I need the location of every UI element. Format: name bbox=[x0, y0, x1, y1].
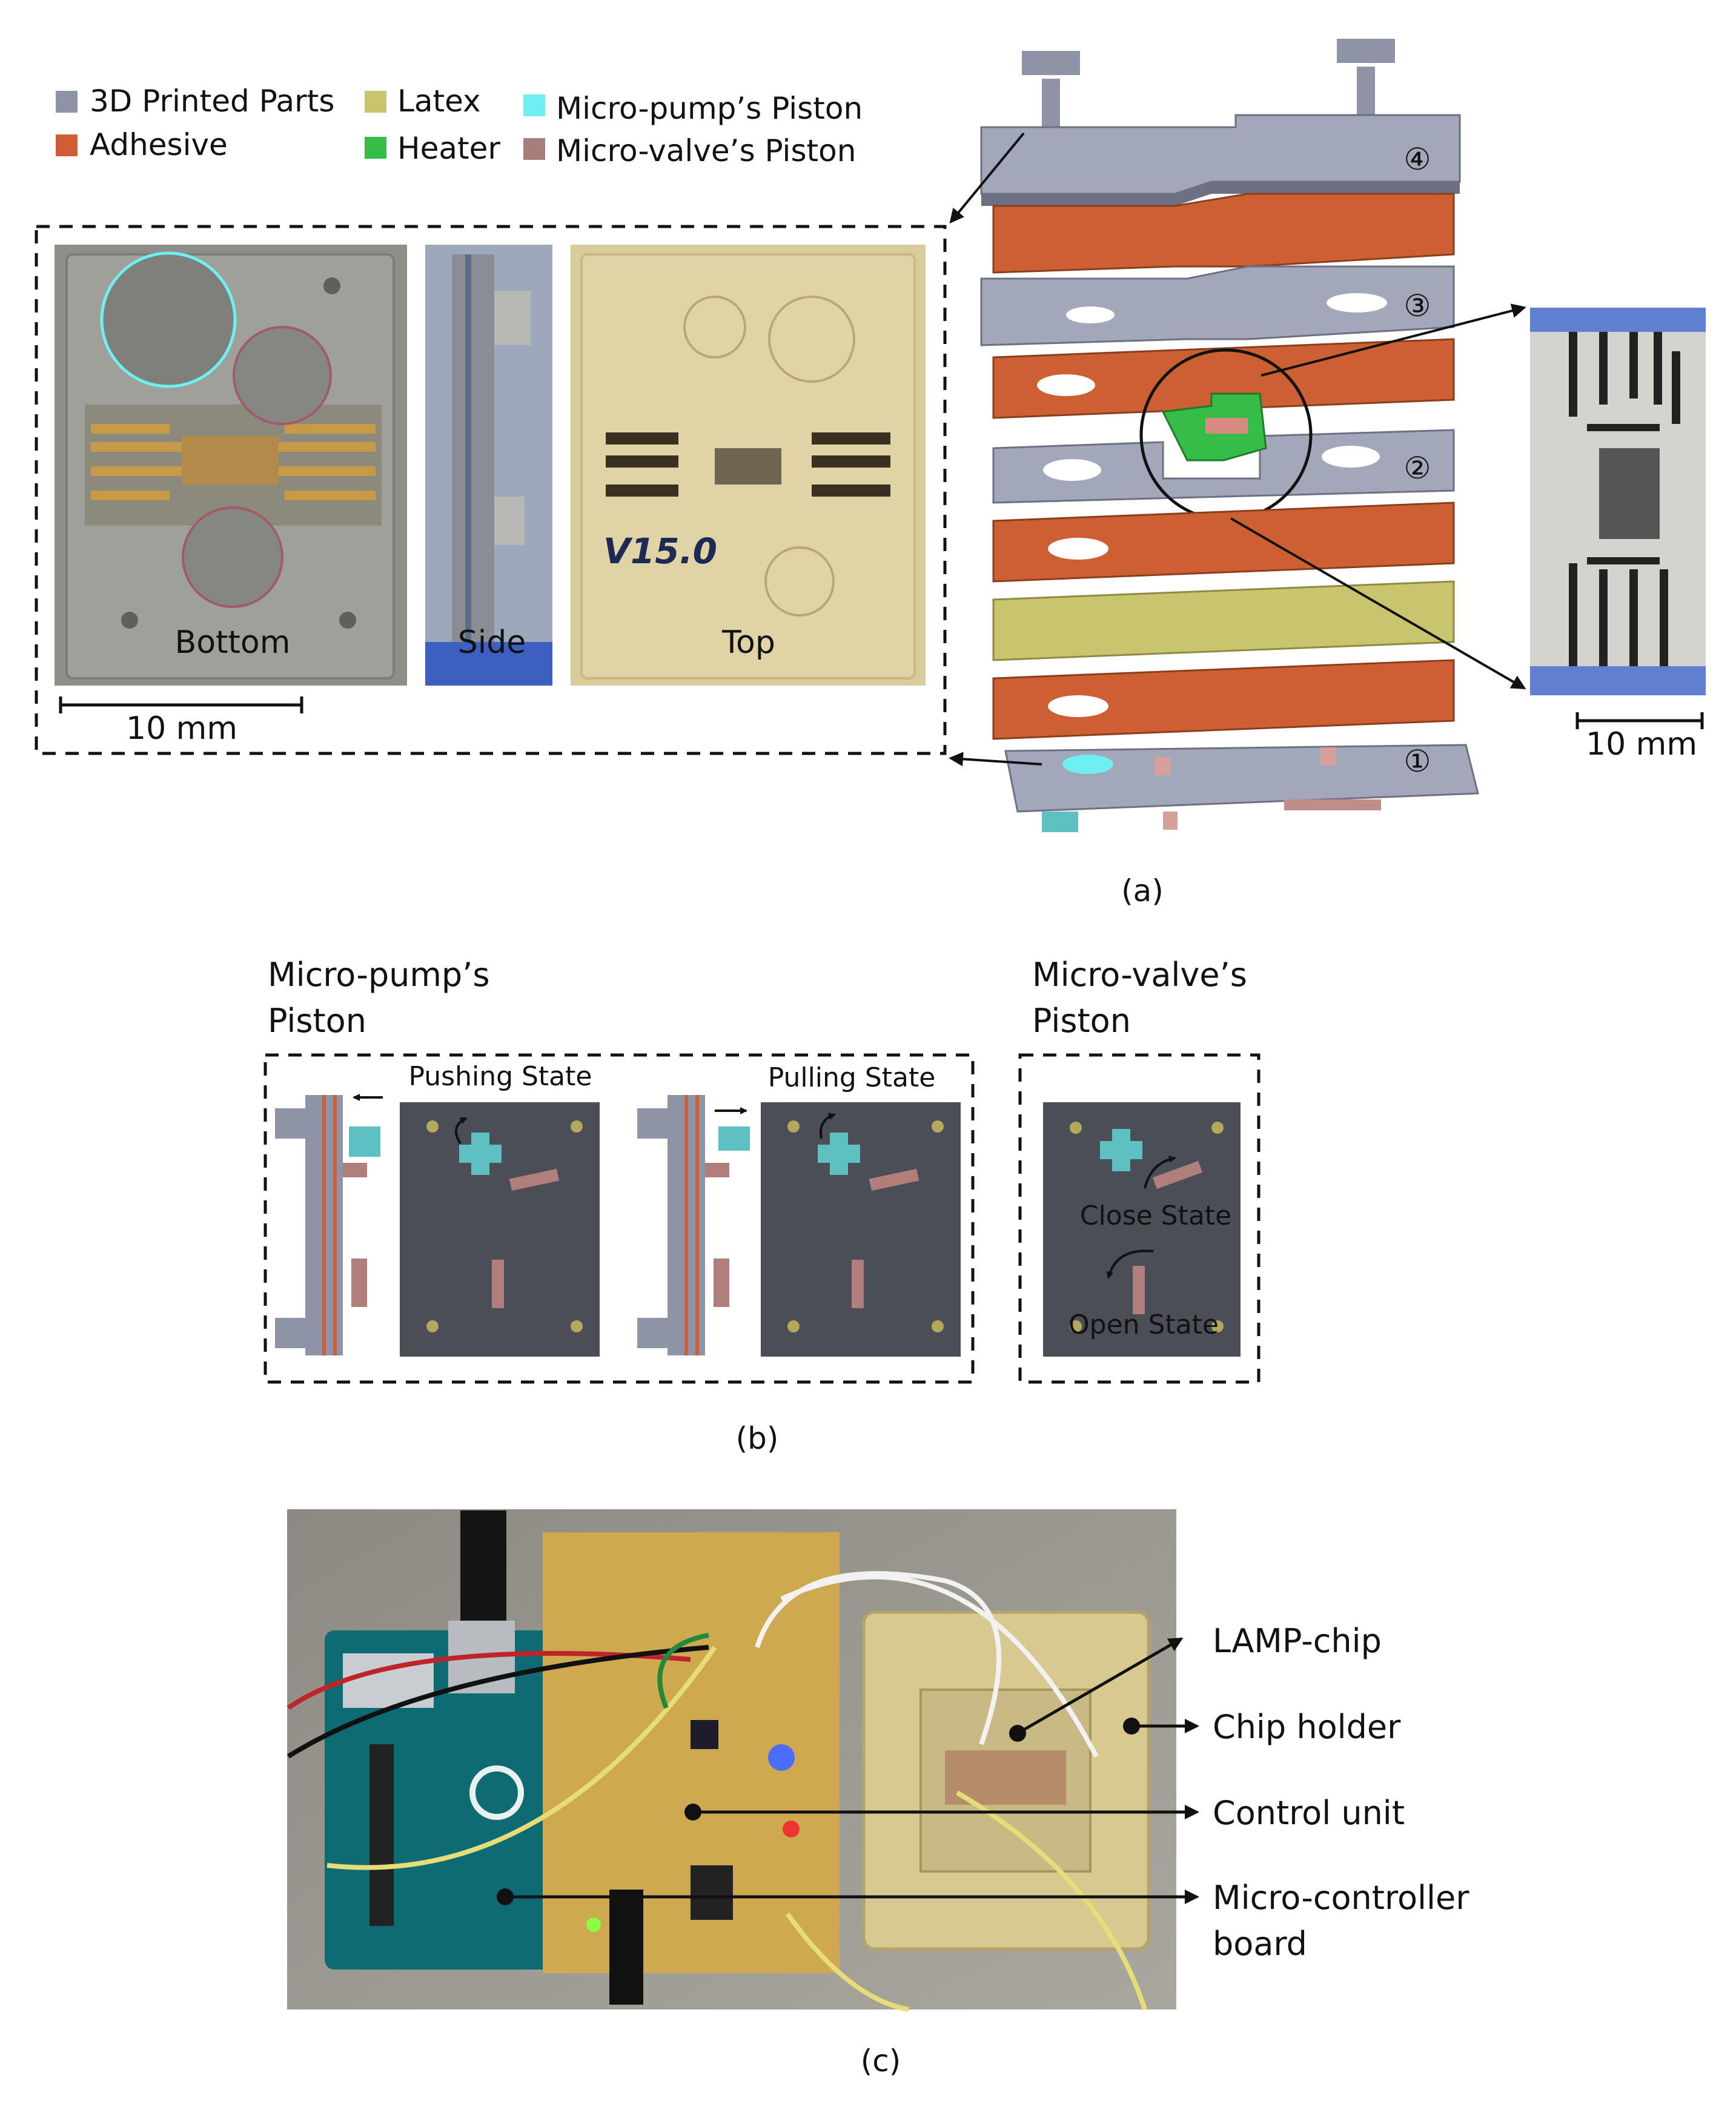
legend-swatch-latex bbox=[365, 91, 386, 113]
open-state-label: Open State bbox=[1068, 1309, 1219, 1340]
legend-label-pump-piston: Micro-pump’s Piston bbox=[556, 91, 863, 126]
layer-adhesive-1 bbox=[992, 193, 1455, 274]
arrow-to-heater-photo-bottom bbox=[1230, 517, 1526, 690]
legend-item-valve-piston: Micro-valve’s Piston bbox=[523, 133, 856, 168]
label-top: Top bbox=[721, 624, 775, 661]
pump-dashed-box bbox=[263, 1053, 975, 1384]
layer-latex bbox=[992, 580, 1455, 661]
valve-title-line1: Micro-valve’s bbox=[1032, 956, 1247, 994]
pushing-side-view bbox=[275, 1094, 383, 1355]
glove bbox=[425, 642, 552, 686]
layer-adhesive-4 bbox=[992, 659, 1455, 740]
heater-traces-bottom bbox=[91, 424, 376, 500]
arrow-to-heater-photo-top bbox=[1261, 303, 1526, 377]
caption-c: (c) bbox=[861, 2043, 901, 2079]
scale-label-right: 10 mm bbox=[1586, 726, 1697, 762]
heater-pattern bbox=[1569, 332, 1680, 666]
layer-1-printed: ① bbox=[1004, 744, 1479, 832]
callout-microcontroller-line2: board bbox=[1213, 1925, 1307, 1963]
dashed-photo-frame bbox=[35, 225, 947, 755]
close-state-label: Close State bbox=[1080, 1200, 1231, 1231]
callout-line-lamp-chip bbox=[1016, 1637, 1184, 1735]
pulling-state-label: Pulling State bbox=[768, 1062, 936, 1093]
legend-label-heater: Heater bbox=[397, 131, 500, 166]
legend-item-printed: 3D Printed Parts bbox=[56, 84, 334, 119]
pulling-side-view bbox=[637, 1095, 750, 1355]
chip-side-body bbox=[452, 254, 494, 678]
valve-piston-circle-1 bbox=[233, 326, 332, 425]
layer-3-printed: ③ bbox=[980, 265, 1455, 346]
legend-label-valve-piston: Micro-valve’s Piston bbox=[556, 133, 856, 168]
caption-a: (a) bbox=[1121, 873, 1164, 908]
legend-swatch-pump-piston bbox=[523, 94, 545, 116]
control-unit-board bbox=[543, 1532, 840, 2005]
scale-bar-right: 10 mm bbox=[1575, 712, 1704, 762]
photo-bottom: Bottom bbox=[55, 245, 407, 686]
pump-title-line1: Micro-pump’s bbox=[268, 956, 490, 994]
callout-lamp-chip: LAMP-chip bbox=[1213, 1622, 1382, 1660]
layer-number-1: ① bbox=[1404, 744, 1431, 779]
panel-c: LAMP-chip Chip holder Control unit Micro… bbox=[287, 1509, 1469, 2079]
label-side: Side bbox=[458, 624, 526, 661]
panel-a-photos: Bottom Side bbox=[35, 225, 947, 755]
photo-top: V15.0 Top bbox=[571, 245, 926, 686]
callouts: LAMP-chip Chip holder Control unit Micro… bbox=[497, 1622, 1469, 1963]
exploded-view: ④ ③ ② bbox=[949, 39, 1706, 832]
pump-piston-circle bbox=[100, 251, 237, 388]
pump-title-line2: Piston bbox=[268, 1002, 366, 1040]
callout-chip-holder: Chip holder bbox=[1213, 1708, 1401, 1746]
heater-traces-top bbox=[606, 432, 890, 497]
heater-photo bbox=[1530, 308, 1706, 695]
legend-swatch-adhesive bbox=[56, 134, 78, 156]
arrow-top-to-photos bbox=[949, 132, 1025, 224]
panel-b: Micro-pump’s Piston Micro-valve’s Piston bbox=[263, 956, 1261, 1456]
valve-piston-circle-2 bbox=[182, 506, 283, 608]
pushing-state-label: Pushing State bbox=[409, 1061, 592, 1092]
layer-adhesive-3 bbox=[992, 501, 1455, 583]
scale-bar-left: 10 mm bbox=[59, 696, 303, 747]
chip-holder bbox=[862, 1610, 1150, 1951]
photo-side: Side bbox=[425, 245, 552, 686]
valve-top-view: Close State Open State bbox=[1043, 1102, 1241, 1357]
pulling-top-view: Pulling State bbox=[761, 1062, 961, 1357]
legend-swatch-valve-piston bbox=[523, 138, 545, 160]
pulling-render-bg bbox=[761, 1102, 961, 1357]
pushing-render-bg bbox=[400, 1102, 600, 1357]
legend-label-printed: 3D Printed Parts bbox=[90, 84, 334, 119]
valve-dashed-box bbox=[1018, 1053, 1261, 1384]
legend-label-adhesive: Adhesive bbox=[90, 127, 228, 162]
legend-label-latex: Latex bbox=[397, 84, 481, 119]
pushing-top-view: Pushing State bbox=[400, 1061, 600, 1357]
layer-adhesive-2 bbox=[992, 338, 1455, 419]
callout-microcontroller-line1: Micro-controller bbox=[1213, 1879, 1469, 1917]
valve-title-line2: Piston bbox=[1032, 1002, 1131, 1040]
wires bbox=[287, 1571, 1147, 2012]
legend-item-adhesive: Adhesive bbox=[56, 127, 228, 162]
layer-number-2: ② bbox=[1404, 451, 1431, 486]
layer-number-4: ④ bbox=[1404, 142, 1431, 177]
legend-item-heater: Heater bbox=[365, 131, 500, 166]
legend-item-latex: Latex bbox=[365, 84, 481, 119]
label-bottom: Bottom bbox=[175, 624, 291, 661]
legend: 3D Printed Parts Latex Micro-pump’s Pist… bbox=[56, 84, 863, 168]
arrow-bottom-to-photos bbox=[949, 752, 1042, 767]
layer-number-3: ③ bbox=[1404, 288, 1431, 323]
handwriting-v15: V15.0 bbox=[603, 531, 717, 572]
caption-b: (b) bbox=[736, 1421, 779, 1456]
scale-label-left: 10 mm bbox=[126, 710, 237, 747]
legend-swatch-heater bbox=[365, 137, 386, 159]
legend-item-pump-piston: Micro-pump’s Piston bbox=[523, 91, 863, 126]
callout-control-unit: Control unit bbox=[1213, 1794, 1405, 1832]
layer-4-printed: ④ bbox=[980, 39, 1461, 206]
legend-swatch-printed bbox=[56, 91, 78, 113]
